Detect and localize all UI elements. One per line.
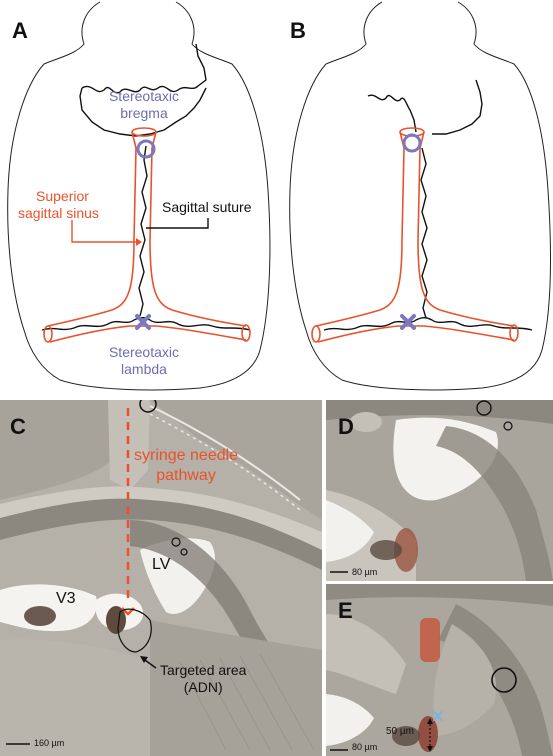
- v3-label: V3: [56, 590, 76, 607]
- panel-letter-d: D: [338, 414, 354, 440]
- scale-bar-c: 160 µm: [34, 738, 64, 748]
- bregma-label-line1: Stereotaxic: [94, 88, 194, 105]
- brain-section-photo-e: [326, 584, 553, 756]
- target-label: Targeted area (ADN): [160, 662, 246, 696]
- needle-label: syringe needle pathway: [134, 446, 238, 486]
- panel-divider-vertical: [322, 400, 326, 756]
- sagittal-suture-line: [139, 146, 147, 316]
- sinus-pointer: [72, 220, 136, 242]
- lv-label: LV: [152, 556, 170, 573]
- sinus-right-cap: [242, 325, 250, 341]
- sinus-outline-right: [418, 132, 514, 326]
- sinus-label-line2: sagittal sinus: [18, 205, 130, 222]
- needle-label-line1: syringe needle: [134, 446, 238, 466]
- target-label-line2: (ADN): [160, 679, 246, 696]
- scale-bar-d: 80 µm: [352, 567, 377, 577]
- suture-label: Sagittal suture: [162, 199, 252, 216]
- sinus-outline-right: [150, 132, 246, 326]
- lambda-label-line1: Stereotaxic: [92, 344, 196, 361]
- sinus-lower-edge: [318, 326, 514, 342]
- bregma-label-line2: bregma: [94, 105, 194, 122]
- coronal-suture: [368, 80, 482, 134]
- bregma-marker: [404, 135, 420, 151]
- needle-label-line2: pathway: [134, 466, 238, 486]
- suture-pointer: [146, 218, 208, 228]
- bregma-label: Stereotaxic bregma: [94, 88, 194, 122]
- panel-letter-e: E: [338, 598, 353, 624]
- brain-section-d: [326, 400, 553, 581]
- skull-diagram-b: [276, 0, 553, 395]
- scale-bar-e: 80 µm: [352, 742, 377, 752]
- sinus-outline-left: [48, 132, 136, 326]
- sinus-left-cap: [312, 326, 320, 342]
- lambda-label: Stereotaxic lambda: [92, 344, 196, 378]
- skull-outline: [290, 2, 551, 390]
- target-label-line1: Targeted area: [160, 662, 246, 679]
- sinus-outline-left: [316, 132, 404, 326]
- sinus-label-line1: Superior: [18, 188, 130, 205]
- panel-divider-horizontal: [326, 581, 553, 584]
- coronal-suture-top: [406, 40, 476, 132]
- brain-section-photo-d: [326, 400, 553, 581]
- brain-section-e: [326, 584, 553, 756]
- panel-letter-c: C: [10, 414, 26, 440]
- depth-label: 50 µm: [386, 726, 414, 737]
- sinus-label: Superior sagittal sinus: [18, 188, 130, 222]
- lambda-label-line2: lambda: [92, 361, 196, 378]
